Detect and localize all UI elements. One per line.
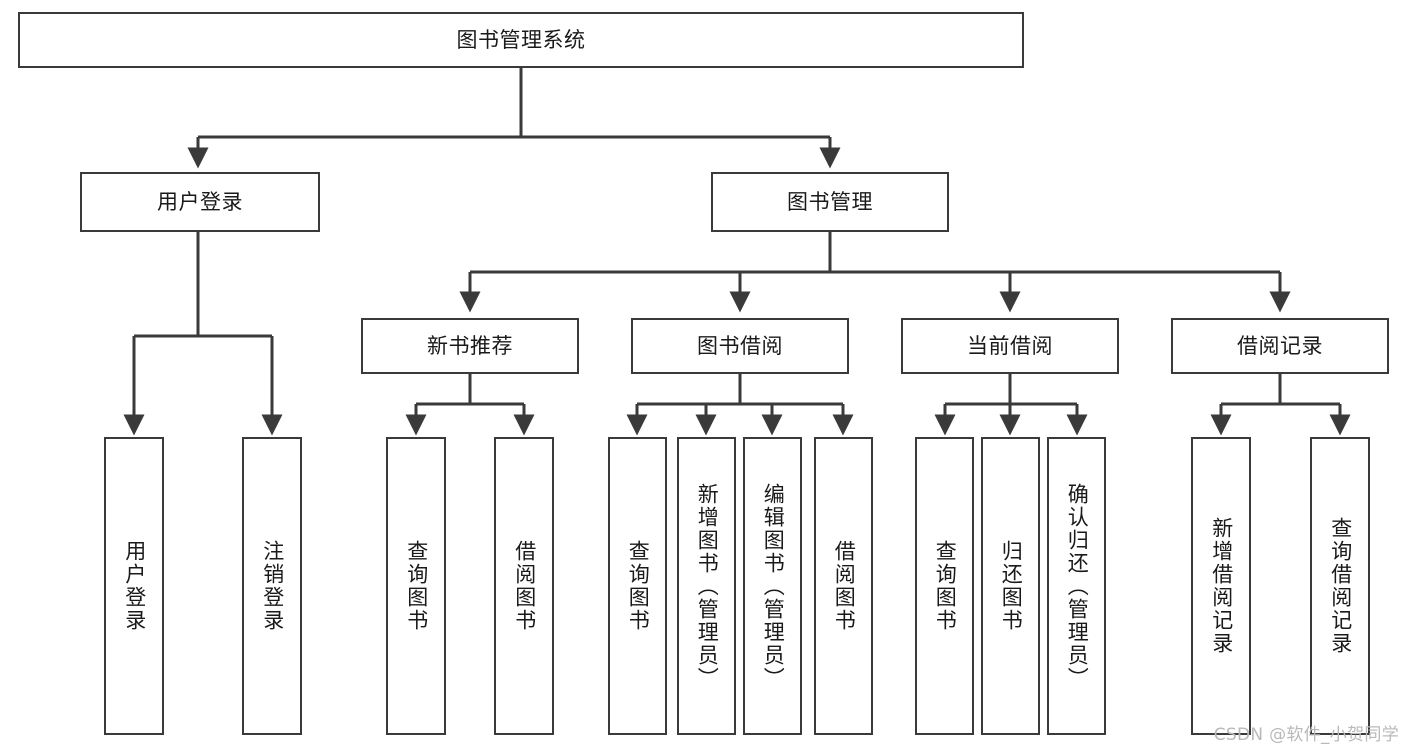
- node-label: 查询借阅记录: [1328, 517, 1353, 655]
- node-current-borrow[interactable]: 当前借阅: [901, 318, 1119, 374]
- leaf-query-book-current[interactable]: 查询图书: [915, 437, 974, 735]
- node-label: 图书借阅: [697, 333, 783, 358]
- node-label: 查询图书: [404, 540, 429, 632]
- node-label: 借阅图书: [832, 540, 857, 632]
- node-label: 新增图书（管理员）: [695, 482, 720, 690]
- node-label: 借阅图书: [512, 540, 537, 632]
- node-label: 当前借阅: [967, 333, 1053, 358]
- leaf-edit-book-admin[interactable]: 编辑图书（管理员）: [743, 437, 802, 735]
- leaf-borrow-book[interactable]: 借阅图书: [814, 437, 873, 735]
- node-label: 借阅记录: [1237, 333, 1323, 358]
- leaf-query-book-borrow[interactable]: 查询图书: [608, 437, 667, 735]
- node-label: 编辑图书（管理员）: [761, 482, 786, 690]
- leaf-add-book-admin[interactable]: 新增图书（管理员）: [677, 437, 736, 735]
- node-new-book-recommend[interactable]: 新书推荐: [361, 318, 579, 374]
- leaf-add-borrow-record[interactable]: 新增借阅记录: [1191, 437, 1251, 735]
- leaf-query-borrow-record[interactable]: 查询借阅记录: [1310, 437, 1370, 735]
- node-label: 归还图书: [999, 540, 1024, 632]
- leaf-return-book[interactable]: 归还图书: [981, 437, 1040, 735]
- node-label: 图书管理系统: [456, 27, 586, 52]
- node-borrow-record[interactable]: 借阅记录: [1171, 318, 1389, 374]
- node-label: 图书管理: [787, 189, 873, 214]
- node-label: 用户登录: [157, 189, 243, 214]
- node-label: 新书推荐: [427, 333, 513, 358]
- leaf-user-login[interactable]: 用户登录: [104, 437, 164, 735]
- node-label: 用户登录: [122, 540, 147, 632]
- node-label: 注销登录: [260, 540, 285, 632]
- node-label: 确认归还（管理员）: [1065, 482, 1090, 690]
- node-label: 新增借阅记录: [1209, 517, 1234, 655]
- node-root-book-management-system[interactable]: 图书管理系统: [18, 12, 1024, 68]
- node-book-borrow[interactable]: 图书借阅: [631, 318, 849, 374]
- node-label: 查询图书: [933, 540, 958, 632]
- watermark-credit: CSDN @软件_小贺同学: [1213, 725, 1399, 745]
- leaf-borrow-book-recommend[interactable]: 借阅图书: [494, 437, 554, 735]
- node-user-login[interactable]: 用户登录: [80, 172, 320, 232]
- node-book-management[interactable]: 图书管理: [711, 172, 949, 232]
- leaf-logout-login[interactable]: 注销登录: [242, 437, 302, 735]
- leaf-query-book-recommend[interactable]: 查询图书: [386, 437, 446, 735]
- leaf-confirm-return-admin[interactable]: 确认归还（管理员）: [1047, 437, 1106, 735]
- node-label: 查询图书: [626, 540, 651, 632]
